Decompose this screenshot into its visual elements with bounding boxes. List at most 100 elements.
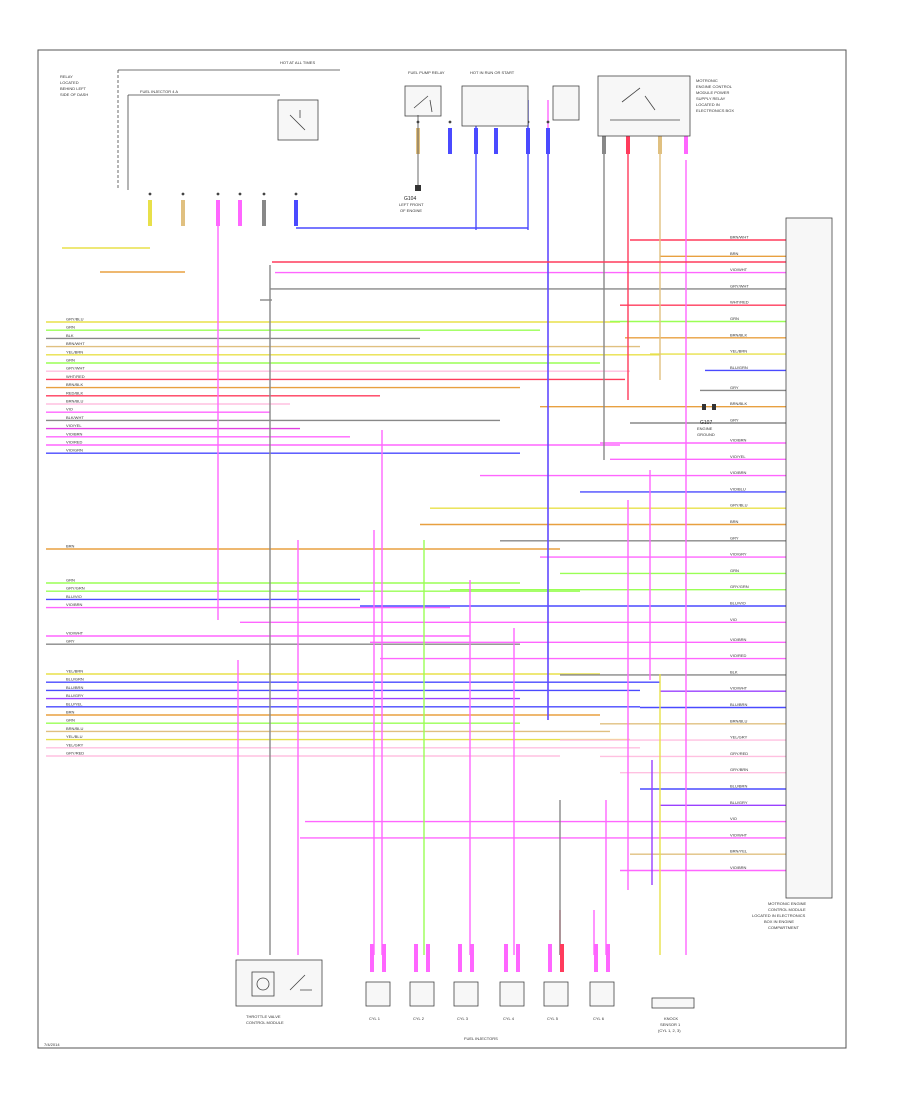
- left-wire-label: VIO/YEL: [66, 423, 82, 428]
- fuel-injector-box: [365, 981, 391, 1007]
- connector-stub: [238, 200, 242, 226]
- footer-code: 7/4/2014: [44, 1042, 60, 1047]
- left-wire-label: VIO/RED: [66, 440, 83, 445]
- right-wire-label: VIO/BRN: [730, 470, 747, 475]
- ecm-label-3: LOCATED IN ELECTRONICS: [752, 913, 806, 918]
- connector-stub: [602, 128, 606, 154]
- left-wire-label: YEL/BRN: [66, 349, 83, 354]
- injector-lead: [516, 944, 520, 972]
- right-wire-label: BRN/BLK: [730, 401, 747, 406]
- left-wire-label: BLU/VIO: [66, 594, 82, 599]
- ecm-relay-label-3: MODULE POWER: [696, 90, 729, 95]
- left-block-label-a: RELAY: [60, 74, 73, 79]
- left-wire-label: GRY: [66, 639, 75, 644]
- ecm-label-2: CONTROL MODULE: [768, 907, 806, 912]
- injector-lead: [470, 944, 474, 972]
- right-wire-label: VIO: [730, 816, 737, 821]
- fuel-pump-relay: FUEL PUMP RELAY HOT IN RUN OR START G104…: [399, 70, 580, 213]
- fuel-pump-relay-switch: [413, 95, 433, 113]
- right-wire-label: VIO/BRN: [730, 865, 747, 870]
- injector-lead: [370, 944, 374, 972]
- right-wire-label: VIO/RED: [730, 653, 747, 658]
- left-wire-label: VIO/WHT: [66, 631, 84, 636]
- left-wire-label: BLK/WHT: [66, 415, 84, 420]
- ecm-relay-switch: [610, 87, 680, 121]
- left-wire-label: BLU/GRN: [66, 677, 84, 682]
- injector-lead: [458, 944, 462, 972]
- connector-stub: [216, 200, 220, 226]
- right-wire-label: GRY: [730, 385, 739, 390]
- connector-pin: [546, 120, 550, 124]
- ground-label-g104: G104: [404, 196, 416, 202]
- top-connector-row: [148, 120, 688, 226]
- ecm-label-5: COMPARTMENT: [768, 925, 800, 930]
- right-wire-label: BLU/BRN: [730, 702, 747, 707]
- right-wire-label: GRY/WHT: [730, 283, 749, 288]
- ecm-relay-label-5: LOCATED IN: [696, 102, 720, 107]
- fuel-pump-relay-label: FUEL PUMP RELAY: [408, 70, 445, 75]
- left-wire-label: VIO/BRN: [66, 602, 83, 607]
- right-wire-label: VIO: [730, 617, 737, 622]
- connector-pin: [262, 192, 266, 196]
- throttle-label-2: CONTROL MODULE: [246, 1020, 284, 1025]
- injector-label: CYL 5: [547, 1016, 559, 1021]
- small-relay-switch: [289, 110, 306, 131]
- knock-sensor: KNOCK SENSOR 1 (CYL 1, 2, 3): [651, 997, 695, 1033]
- ecm-relay-label-6: ELECTRONICS BOX: [696, 108, 734, 113]
- left-wire-label: GRN: [66, 578, 75, 583]
- right-wire-label: GRN: [730, 568, 739, 573]
- right-wire-label: BRN/YEL: [730, 849, 748, 854]
- right-wire-label: BRN: [730, 519, 739, 524]
- ground-label-g107: G107: [700, 420, 712, 426]
- connector-pin: [448, 120, 452, 124]
- right-wire-label: BLU/BRN: [730, 784, 747, 789]
- hot-all-times-label: HOT AT ALL TIMES: [280, 60, 315, 65]
- right-wire-label: VIO/WHT: [730, 686, 748, 691]
- right-wire-label: WHT/RED: [730, 300, 749, 305]
- left-wire-label: YEL/BRN: [66, 669, 83, 674]
- left-wire-label: BRN: [66, 544, 75, 549]
- fuel-injector-box: [453, 981, 479, 1007]
- injector-lead: [594, 944, 598, 972]
- right-wire-label: GRY/BLU: [730, 503, 748, 508]
- left-block-label-d: SIDE OF DASH: [60, 92, 88, 97]
- ground-sub2-g104: OF ENGINE: [400, 208, 422, 213]
- fuel-injector-box: [589, 981, 615, 1007]
- knock-sensor-box: [651, 997, 695, 1009]
- hot-run-start-label: HOT IN RUN OR START: [470, 70, 515, 75]
- connector-stub: [148, 200, 152, 226]
- injector-label: CYL 6: [593, 1016, 605, 1021]
- ecm-relay-label-2: ENGINE CONTROL: [696, 84, 733, 89]
- connector-pin: [181, 192, 185, 196]
- left-wire-label: BLU/YEL: [66, 701, 83, 706]
- right-wire-label: BLK: [730, 669, 738, 674]
- throttle-motor-circle: [256, 977, 270, 991]
- left-wire-label: BRN/BLK: [66, 382, 83, 387]
- right-wire-group: BRN/WHTBRNVIO/WHTGRY/WHTWHT/REDGRNBRN/BL…: [240, 235, 786, 872]
- connector-stub: [294, 200, 298, 226]
- injector-label: CYL 3: [457, 1016, 469, 1021]
- fuse-block-mid: [461, 85, 529, 127]
- right-wire-label: GRN: [730, 316, 739, 321]
- ground-g107: G107 ENGINE GROUND: [697, 404, 716, 437]
- left-wire-label: VIO/BRN: [66, 431, 83, 436]
- right-wire-label: BLU/GRN: [730, 365, 748, 370]
- right-wire-label: VIO/BLU: [730, 486, 746, 491]
- right-wire-label: GRY/RED: [730, 751, 748, 756]
- left-wire-label: GRN: [66, 358, 75, 363]
- connector-pin: [238, 192, 242, 196]
- left-wire-label: VIO: [66, 407, 73, 412]
- ecm-module-box: [785, 217, 833, 899]
- right-wire-label: BRN/BLU: [730, 718, 747, 723]
- left-wire-label: BRN/WHT: [66, 341, 85, 346]
- injector-lead: [606, 944, 610, 972]
- connector-stub: [526, 128, 530, 154]
- right-wire-label: VIO/BRN: [730, 637, 747, 642]
- connector-stub: [474, 128, 478, 154]
- throttle-valve-box: [235, 959, 323, 1007]
- injector-lead: [548, 944, 552, 972]
- connector-stub: [448, 128, 452, 154]
- knock-label-3: (CYL 1, 2, 3): [658, 1028, 681, 1033]
